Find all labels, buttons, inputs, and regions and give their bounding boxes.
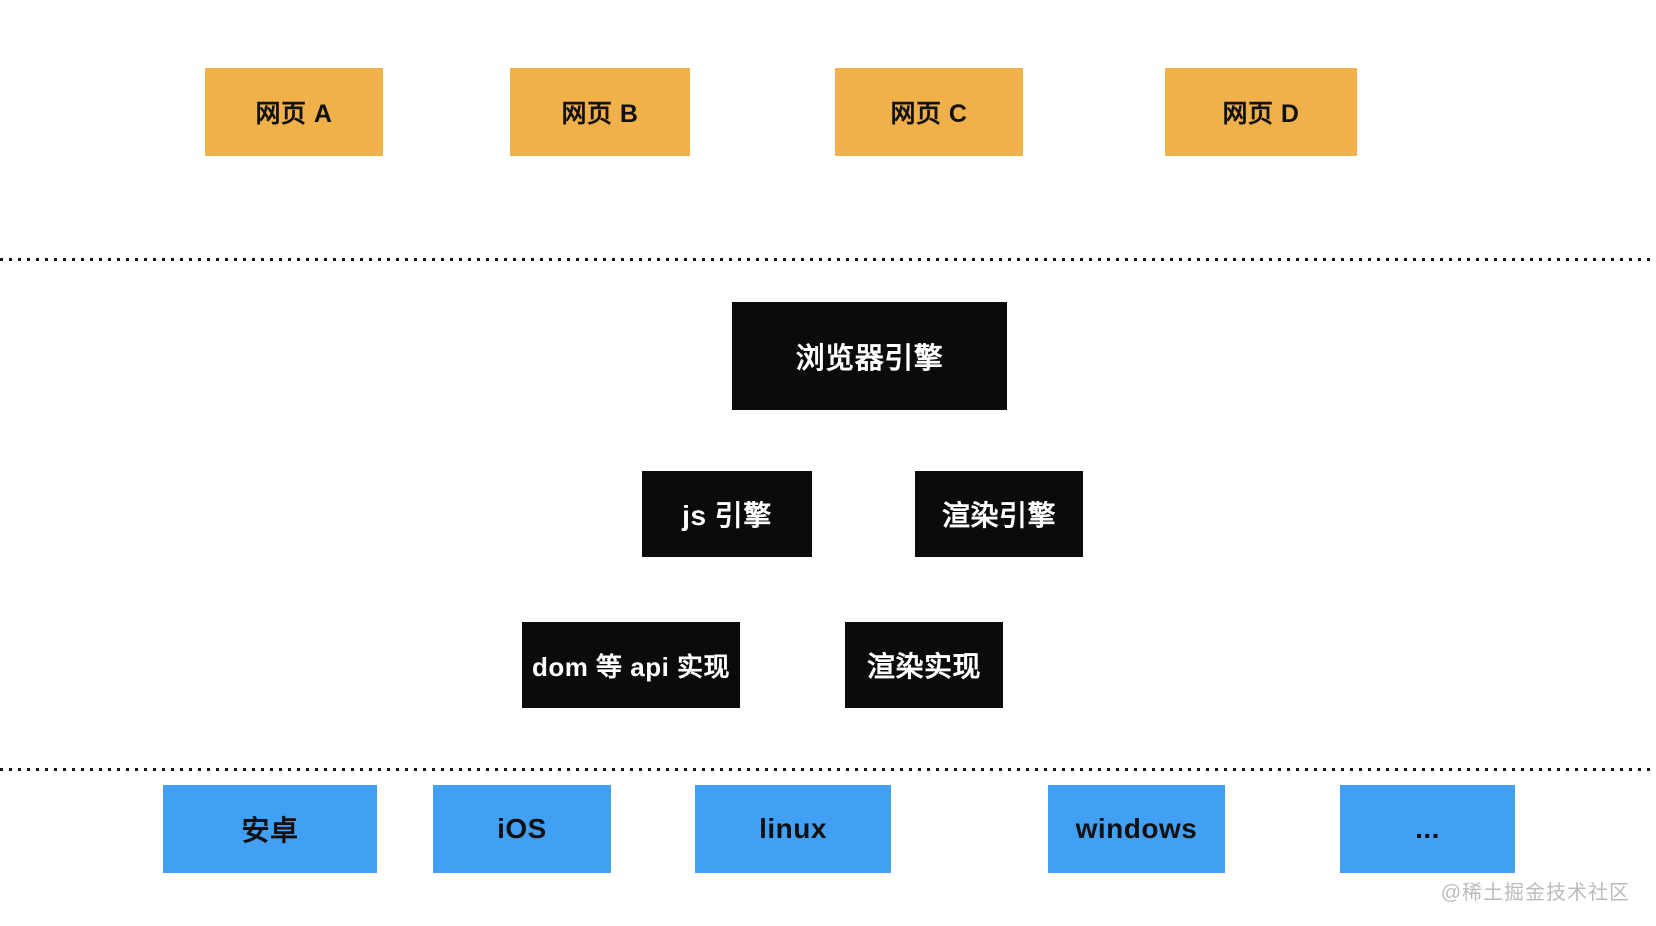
webpage-box-d: 网页 D xyxy=(1165,68,1357,156)
js-engine-box: js 引擎 xyxy=(642,471,812,557)
watermark: @稀土掘金技术社区 xyxy=(1440,882,1630,904)
separator-line-top xyxy=(0,258,1656,261)
dom-api-impl-box: dom 等 api 实现 xyxy=(522,622,740,708)
platform-box-ios: iOS xyxy=(433,785,611,873)
webpage-box-c: 网页 C xyxy=(835,68,1023,156)
browser-engine-box: 浏览器引擎 xyxy=(732,302,1007,410)
platform-box-linux: linux xyxy=(695,785,891,873)
platform-box-android: 安卓 xyxy=(163,785,377,873)
webpage-box-a: 网页 A xyxy=(205,68,383,156)
platform-box-more: ... xyxy=(1340,785,1515,873)
webpage-box-b: 网页 B xyxy=(510,68,690,156)
render-engine-box: 渲染引擎 xyxy=(915,471,1083,557)
render-impl-box: 渲染实现 xyxy=(845,622,1003,708)
separator-line-bottom xyxy=(0,768,1656,771)
platform-box-windows: windows xyxy=(1048,785,1225,873)
